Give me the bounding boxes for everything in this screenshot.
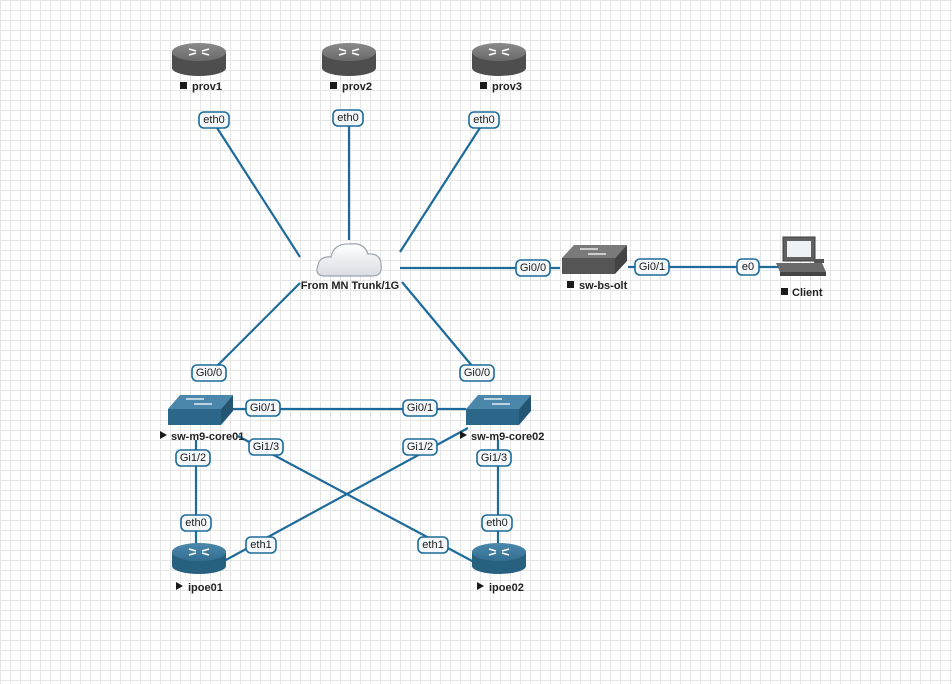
node-label: prov3	[492, 81, 522, 93]
svg-text:Gi0/1: Gi0/1	[407, 402, 433, 414]
iface-ipoe01-eth0[interactable]: eth0	[180, 514, 212, 532]
svg-text:Gi0/0: Gi0/0	[196, 367, 222, 379]
svg-text:eth1: eth1	[250, 539, 271, 551]
node-label: ipoe02	[489, 582, 524, 594]
pc-icon	[776, 236, 826, 276]
node-label: Client	[792, 287, 823, 299]
svg-text:Gi1/3: Gi1/3	[481, 452, 507, 464]
iface-core01-gi12[interactable]: Gi1/2	[175, 449, 211, 467]
router-icon	[172, 43, 226, 76]
iface-olt-gi01[interactable]: Gi0/1	[634, 258, 670, 276]
svg-text:eth0: eth0	[337, 112, 358, 124]
svg-text:Gi1/3: Gi1/3	[253, 441, 279, 453]
iface-core01-gi13[interactable]: Gi1/3	[248, 438, 284, 456]
link-prov1-cloud[interactable]	[211, 119, 301, 258]
status-running-icon	[460, 431, 467, 439]
iface-ipoe01-eth1[interactable]: eth1	[245, 536, 277, 554]
status-stopped-icon	[180, 82, 187, 89]
links	[194, 119, 780, 563]
node-label: ipoe01	[188, 582, 223, 594]
node-label: sw-m9-core01	[171, 431, 244, 443]
node-prov1[interactable]: prov1	[172, 43, 226, 93]
iface-ipoe02-eth0[interactable]: eth0	[481, 514, 513, 532]
iface-prov2-eth0[interactable]: eth0	[332, 109, 364, 127]
iface-prov1-eth0[interactable]: eth0	[198, 111, 230, 129]
link-prov3-cloud[interactable]	[399, 119, 486, 253]
node-label: prov2	[342, 81, 372, 93]
node-label: sw-bs-olt	[579, 280, 628, 292]
router-icon	[472, 543, 526, 574]
switch-icon	[562, 245, 627, 274]
node-cloud[interactable]: From MN Trunk/1G	[301, 243, 399, 292]
router-icon	[472, 43, 526, 76]
node-label: sw-m9-core02	[471, 431, 544, 443]
router-icon	[172, 543, 226, 574]
iface-core01-gi01[interactable]: Gi0/1	[245, 399, 281, 417]
node-label: prov1	[192, 81, 222, 93]
status-stopped-icon	[480, 82, 487, 89]
link-cloud-core02[interactable]	[401, 281, 479, 374]
status-running-icon	[176, 582, 183, 590]
svg-text:eth0: eth0	[486, 517, 507, 529]
status-running-icon	[477, 582, 484, 590]
status-stopped-icon	[781, 288, 788, 295]
svg-text:e0: e0	[742, 261, 754, 273]
svg-text:Gi1/2: Gi1/2	[180, 452, 206, 464]
status-running-icon	[160, 431, 167, 439]
node-prov3[interactable]: prov3	[472, 43, 526, 93]
node-sw-m9-core01[interactable]: sw-m9-core01	[160, 395, 244, 443]
iface-ipoe02-eth1[interactable]: eth1	[417, 536, 449, 554]
svg-text:Gi0/1: Gi0/1	[250, 402, 276, 414]
link-cloud-core01[interactable]	[209, 282, 301, 374]
switch-icon	[168, 395, 233, 425]
node-sw-m9-core02[interactable]: sw-m9-core02	[460, 395, 544, 443]
svg-text:eth0: eth0	[185, 517, 206, 529]
iface-prov3-eth0[interactable]: eth0	[468, 111, 500, 129]
node-ipoe01[interactable]: ipoe01	[172, 543, 226, 594]
svg-text:eth0: eth0	[473, 114, 494, 126]
node-prov2[interactable]: prov2	[322, 43, 376, 93]
svg-text:eth1: eth1	[422, 539, 443, 551]
iface-core02-gi00[interactable]: Gi0/0	[459, 364, 495, 382]
iface-core02-gi01[interactable]: Gi0/1	[402, 399, 438, 417]
iface-core02-gi13[interactable]: Gi1/3	[476, 449, 512, 467]
switch-icon	[466, 395, 531, 425]
svg-text:Gi0/0: Gi0/0	[464, 367, 490, 379]
iface-olt-gi00[interactable]: Gi0/0	[515, 259, 551, 277]
node-ipoe02[interactable]: ipoe02	[472, 543, 526, 594]
status-stopped-icon	[567, 281, 574, 288]
node-label: From MN Trunk/1G	[301, 280, 399, 292]
iface-core02-gi12[interactable]: Gi1/2	[402, 438, 438, 456]
interface-labels: eth0 eth0 eth0 Gi0/0 Gi0/1 e0 Gi0/0 Gi0	[175, 109, 760, 554]
iface-client-e0[interactable]: e0	[736, 258, 760, 276]
svg-text:Gi1/2: Gi1/2	[407, 441, 433, 453]
router-icon	[322, 43, 376, 76]
cloud-icon	[316, 243, 382, 277]
svg-text:Gi0/0: Gi0/0	[520, 262, 546, 274]
status-stopped-icon	[330, 82, 337, 89]
node-sw-bs-olt[interactable]: sw-bs-olt	[562, 245, 628, 292]
node-client[interactable]: Client	[776, 236, 826, 299]
svg-text:eth0: eth0	[203, 114, 224, 126]
iface-core01-gi00[interactable]: Gi0/0	[191, 364, 227, 382]
svg-text:Gi0/1: Gi0/1	[639, 261, 665, 273]
